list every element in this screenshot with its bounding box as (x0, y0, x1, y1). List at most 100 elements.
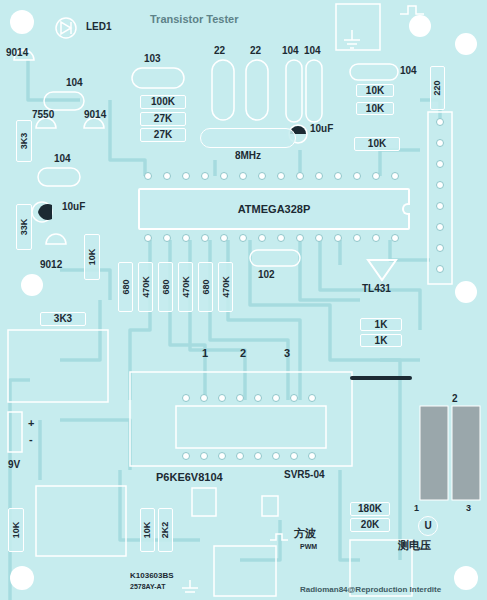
part-label: 103 (144, 54, 161, 64)
pad (201, 395, 208, 402)
pad (145, 173, 152, 180)
part-label: 104 (400, 66, 417, 76)
pad (255, 395, 262, 402)
resistor-box: 680 (118, 262, 133, 312)
pad (202, 173, 209, 180)
crystal-outline: 8MHz (200, 128, 296, 148)
pad (273, 453, 280, 460)
test-pad (452, 406, 480, 500)
pad (219, 395, 226, 402)
pad (437, 224, 444, 231)
part-label: 方波 (294, 528, 316, 539)
mounting-holes (10, 10, 478, 590)
pad (316, 173, 323, 180)
value-label: 1K (375, 336, 388, 346)
value-label: 33K (20, 219, 29, 236)
part-label: SVR5-04 (284, 470, 325, 480)
pad (201, 453, 208, 460)
value-label: 27K (154, 130, 172, 140)
pad (259, 173, 266, 180)
part-label: 104 (304, 46, 321, 56)
value-label: 470K (141, 276, 150, 298)
pad (392, 173, 399, 180)
part-label: 3 (284, 348, 290, 359)
part-label: 22 (214, 46, 225, 56)
pad (164, 235, 171, 242)
pad (437, 203, 444, 210)
resistor-box: 470K (138, 262, 153, 312)
resistor-box: 10K (356, 84, 394, 97)
part-label: 1 (202, 348, 208, 359)
resistor-box: 10K (354, 137, 400, 151)
value-label: 2K2 (161, 522, 170, 539)
test-pad (420, 406, 448, 500)
pad (259, 235, 266, 242)
resistor-box: 220 (430, 66, 445, 110)
part-label: 2 (452, 394, 458, 404)
resistor-box: 1K (360, 334, 402, 347)
value-label: 470K (221, 276, 230, 298)
part-label: 测电压 (398, 540, 431, 551)
component-outlines (8, 4, 452, 596)
pad (291, 395, 298, 402)
part-label: K103603BS (130, 572, 174, 580)
value-label: 10K (88, 249, 97, 266)
chip-label: ATMEGA328P (238, 204, 311, 215)
resistor-box: 10K (84, 234, 100, 280)
value-label: 10K (366, 104, 384, 114)
part-label: PWM (300, 543, 317, 550)
pad (221, 235, 228, 242)
pad (240, 235, 247, 242)
value-label: 180K (358, 504, 382, 514)
pad (335, 173, 342, 180)
resistor-box: 10K (356, 102, 394, 115)
pad (255, 453, 262, 460)
value-label: 470K (181, 276, 190, 298)
pad (392, 235, 399, 242)
pad (354, 235, 361, 242)
pad (278, 235, 285, 242)
pad (437, 245, 444, 252)
value-label: 680 (121, 279, 130, 294)
pad (240, 173, 247, 180)
resistor-box: 100K (140, 95, 186, 109)
value-label: 680 (201, 279, 210, 294)
pad (237, 395, 244, 402)
pad (273, 395, 280, 402)
pad (183, 453, 190, 460)
part-label: 102 (258, 270, 275, 280)
watermark: Radioman84@Reproduction Interdite (300, 586, 441, 594)
part-label: 3 (466, 504, 471, 513)
value-label: 680 (161, 279, 170, 294)
pad (373, 173, 380, 180)
resistor-box: 2K2 (158, 508, 173, 552)
pad (309, 395, 316, 402)
part-label: 1 (414, 504, 419, 513)
part-label: U (424, 521, 431, 531)
pad (437, 119, 444, 126)
resistor-box: 3K3 (16, 120, 32, 162)
part-label: 22 (250, 46, 261, 56)
part-label: 2 (240, 348, 246, 359)
pad (437, 140, 444, 147)
value-label: 3K3 (54, 314, 72, 324)
part-label: 9V (8, 460, 20, 470)
pads (145, 119, 444, 460)
resistor-box: 3K3 (40, 312, 86, 326)
value-label: 220 (433, 80, 442, 95)
resistor-box: 680 (198, 262, 213, 312)
pad (221, 173, 228, 180)
resistor-box: 27K (140, 112, 186, 126)
resistor-box: 20K (350, 518, 390, 532)
part-label: 10uF (62, 202, 85, 212)
ground-symbol (182, 6, 424, 592)
pad (278, 173, 285, 180)
board-title: Transistor Tester (150, 14, 238, 25)
resistor-box: 470K (218, 262, 233, 312)
part-label: 9014 (84, 110, 106, 120)
pad (202, 235, 209, 242)
electrolytic-marking (38, 204, 52, 220)
part-label: 104 (66, 78, 83, 88)
